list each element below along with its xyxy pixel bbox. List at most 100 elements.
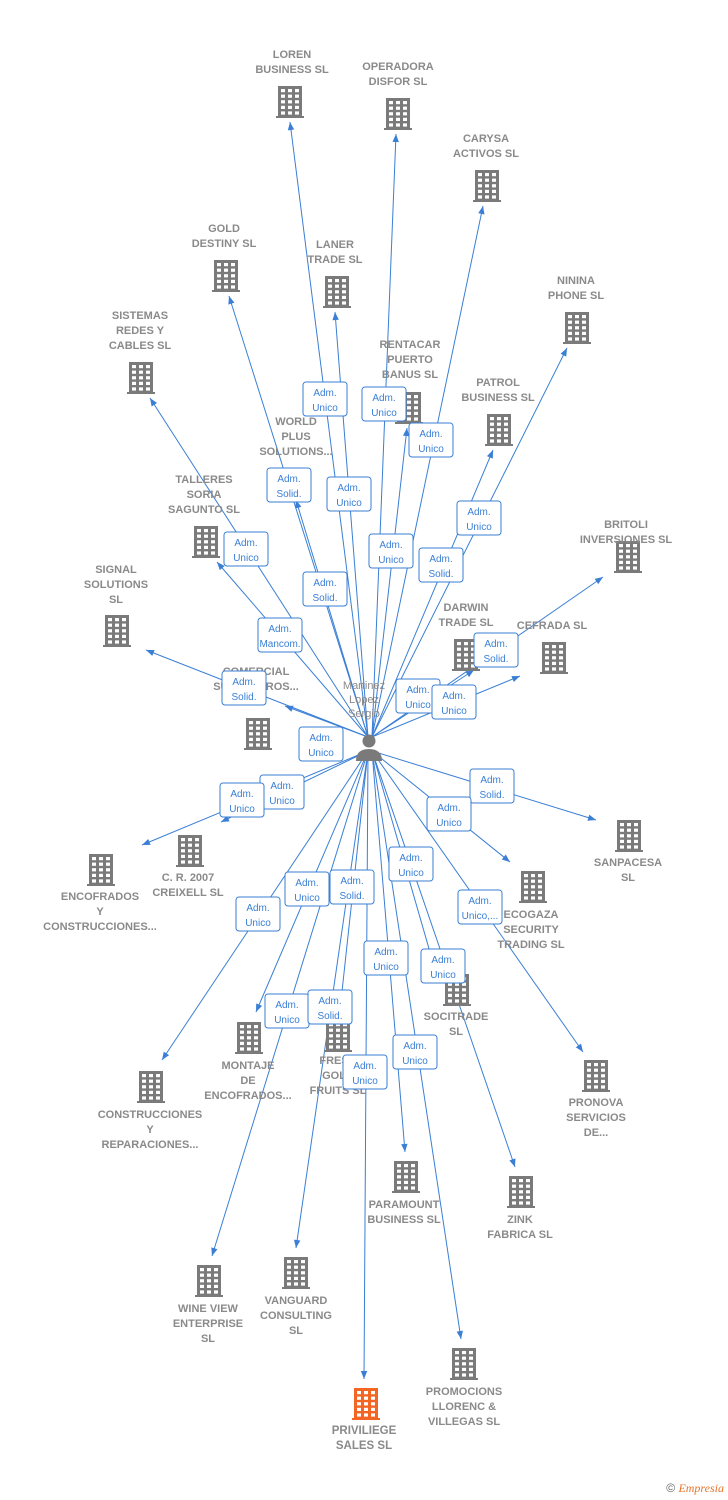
role-badge: Adm.Unico	[363, 940, 409, 976]
building-icon[interactable]	[103, 615, 131, 647]
building-icon[interactable]	[323, 276, 351, 308]
role-badge-line: Adm.	[318, 996, 341, 1007]
building-icon[interactable]	[563, 312, 591, 344]
role-badge: Adm.Unico	[219, 782, 265, 818]
building-icon[interactable]	[244, 718, 272, 750]
building-icon[interactable]	[384, 98, 412, 130]
building-icon[interactable]	[450, 1348, 478, 1380]
company-label-line: WINE VIEW	[178, 1303, 239, 1315]
role-badge-line: Solid.	[231, 692, 256, 703]
company-label-line: PHONE SL	[548, 290, 605, 302]
building-icon[interactable]	[614, 541, 642, 573]
building-icon[interactable]	[137, 1071, 165, 1103]
building-icon[interactable]	[324, 1020, 352, 1052]
company-label-line: SOLUTIONS...	[259, 446, 332, 458]
arrowhead-cefrada	[511, 676, 520, 683]
footer-brand: © Empresia	[666, 1481, 724, 1496]
company-label-line: PRONOVA	[569, 1097, 624, 1109]
building-icon[interactable]	[615, 820, 643, 852]
company-label-line: SORIA	[187, 489, 222, 501]
role-badge-line: Adm.	[372, 393, 395, 404]
company-label-line: SERVICIOS	[566, 1112, 626, 1124]
building-icon[interactable]	[519, 871, 547, 903]
building-icon[interactable]	[235, 1022, 263, 1054]
building-icon[interactable]	[473, 170, 501, 202]
company-label-line: SL	[449, 1026, 463, 1038]
company-label-line: PATROL	[476, 377, 520, 389]
role-badge: Adm.Unico	[284, 871, 330, 907]
role-badge-line: Adm.	[431, 955, 454, 966]
building-icon[interactable]	[127, 362, 155, 394]
building-icon[interactable]	[582, 1060, 610, 1092]
role-badge: Adm.Unico	[259, 774, 305, 810]
building-icon[interactable]	[212, 260, 240, 292]
edge-ninina	[371, 347, 568, 738]
role-badge-line: Solid.	[312, 593, 337, 604]
role-badge-line: Adm.	[309, 733, 332, 744]
arrowhead-darwin	[465, 670, 474, 678]
role-badge: Adm.Solid.	[329, 869, 375, 905]
building-icon[interactable]	[485, 414, 513, 446]
role-badge-line: Unico	[466, 522, 492, 533]
brand-name[interactable]: Empresia	[678, 1481, 724, 1495]
edge-patrol	[371, 449, 494, 738]
building-icon[interactable]	[176, 835, 204, 867]
company-label-line: WORLD	[275, 416, 317, 428]
building-icon[interactable]	[540, 642, 568, 674]
role-badge: Adm.Unico	[431, 684, 477, 720]
arrowhead-ninina	[560, 348, 567, 357]
role-badge: Adm.Solid.	[266, 467, 312, 503]
building-icon[interactable]	[507, 1176, 535, 1208]
company-label-line: CONSTRUCCIONES...	[43, 921, 157, 933]
role-badge: Adm.Unico	[426, 796, 472, 832]
company-label-line: INVERSIONES SL	[580, 534, 673, 546]
company-label-cefrada[interactable]: CEFRADA SL	[517, 620, 588, 632]
building-icon[interactable]	[87, 854, 115, 886]
company-label-line: DISFOR SL	[369, 76, 428, 88]
role-badge-line: Adm.	[277, 474, 300, 485]
building-icon[interactable]	[276, 86, 304, 118]
arrowhead-sanpacesa	[587, 814, 596, 821]
building-icon[interactable]	[192, 526, 220, 558]
company-label-line: LLORENC &	[432, 1401, 496, 1413]
company-label-line: SECURITY	[503, 924, 559, 936]
arrowhead-loren	[287, 122, 295, 131]
building-icon[interactable]	[352, 1388, 380, 1420]
role-badge-line: Unico	[402, 1056, 428, 1067]
role-badge: Adm.Unico	[264, 993, 310, 1029]
building-icon[interactable]	[195, 1265, 223, 1297]
company-label-line: ACTIVOS SL	[453, 148, 519, 160]
building-icon[interactable]	[392, 1161, 420, 1193]
building-icon[interactable]	[282, 1257, 310, 1289]
role-badge-line: Unico	[352, 1076, 378, 1087]
